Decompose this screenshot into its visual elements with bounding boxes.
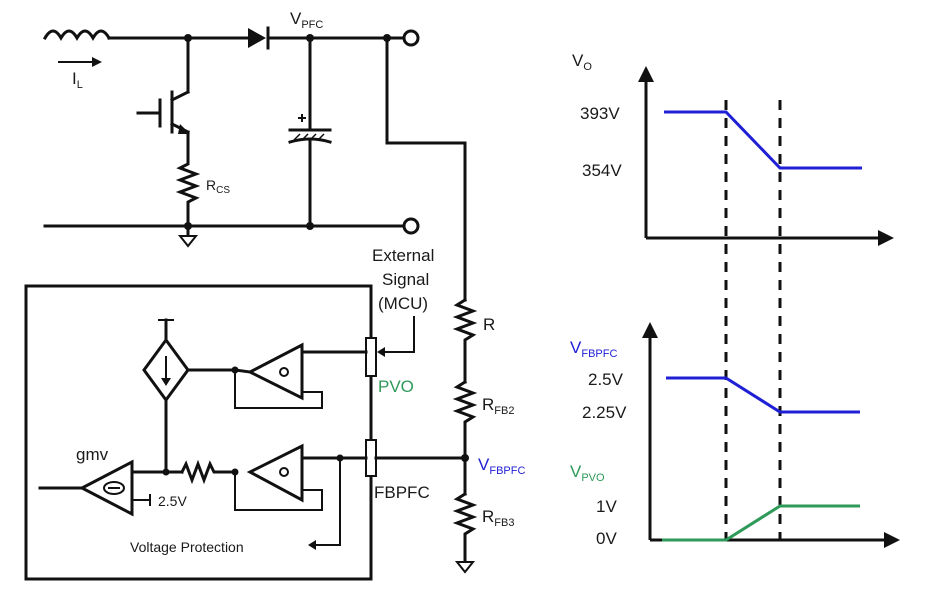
wire-feedback [385, 36, 467, 302]
pvo-pin [365, 337, 377, 377]
external-signal-label-2: Signal [382, 270, 429, 289]
external-signal-arrow [385, 316, 415, 353]
vpfc-label: VPFC [290, 9, 323, 31]
rcs-label: RCS [206, 177, 230, 196]
vfbpfc-node-label: VFBPFC [478, 455, 525, 477]
output-terminal-bottom [402, 217, 420, 235]
fbpfc-buffer-amp [246, 443, 304, 503]
vpvo-trace [662, 504, 860, 542]
il-label: IL [72, 69, 83, 91]
protection-resistor [179, 459, 237, 485]
vpvo-axis-label: VPVO [570, 462, 605, 484]
output-capacitor [288, 36, 332, 228]
power-stage: IL RCS [42, 9, 525, 574]
protection-block-title: Voltage Protection [130, 539, 244, 555]
voltage-protection-block: PVO FBPFC [24, 284, 467, 581]
rfb2-label: RFB2 [482, 395, 514, 417]
waveform-panel: VO 393V 354V VFBPFC 2.5V 2.25V VPVO 1V 0… [570, 51, 900, 548]
vfbpfc-axis-label: VFBPFC [570, 338, 617, 360]
rfb2-resistor [452, 379, 478, 496]
vo-trace [664, 110, 862, 170]
boost-diode [248, 28, 266, 48]
vpvo-level-high: 1V [596, 497, 617, 516]
output-terminal-top [402, 29, 420, 47]
pvo-label: PVO [378, 377, 414, 396]
vpvo-level-low: 0V [596, 529, 617, 548]
fbpfc-label: FBPFC [374, 483, 430, 502]
ground-symbol-2 [454, 561, 476, 574]
vfbpfc-level-low: 2.25V [582, 403, 627, 422]
rfb3-resistor [452, 491, 478, 564]
gmv-amp [78, 459, 134, 517]
vo-level-low: 354V [582, 161, 622, 180]
ground-symbol [177, 235, 199, 248]
mosfet-switch [136, 36, 191, 162]
vo-level-high: 393V [580, 104, 620, 123]
external-signal-label-3: (MCU) [378, 294, 428, 313]
r-label: R [483, 315, 495, 334]
vfbpfc-trace [666, 376, 860, 414]
protection-frame [24, 284, 373, 581]
external-signal-label-1: External [372, 246, 434, 265]
gmv-label: gmv [76, 445, 109, 464]
vo-axis-label: VO [572, 51, 592, 73]
rcs-resistor [175, 158, 201, 228]
gmv-ref-label: 2.5V [158, 493, 187, 509]
vfbpfc-level-high: 2.5V [588, 370, 624, 389]
r-resistor [452, 297, 478, 384]
rfb3-label: RFB3 [482, 507, 514, 529]
pvo-buffer-amp [246, 342, 304, 401]
inductor [42, 29, 112, 42]
